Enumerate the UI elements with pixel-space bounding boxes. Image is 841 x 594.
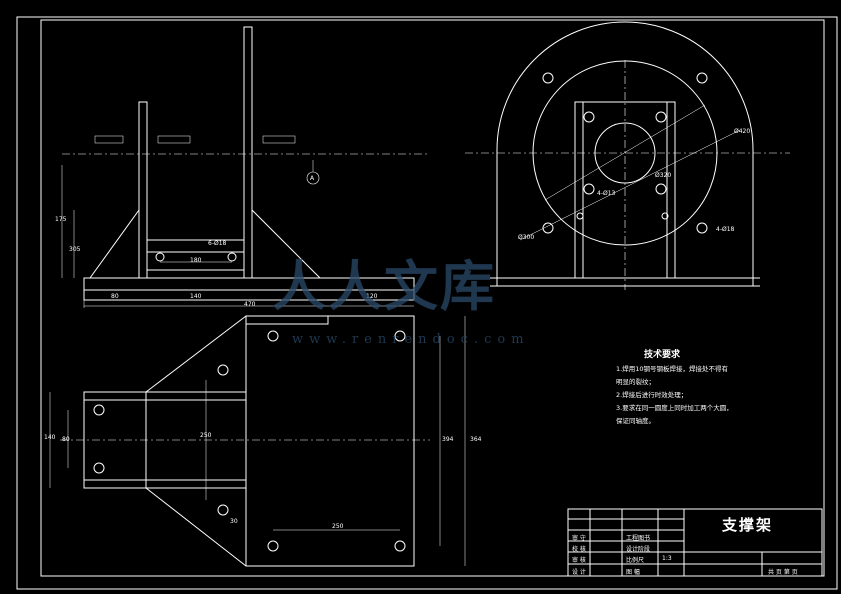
- dim-front-hole: 6-Ø18: [208, 240, 227, 247]
- dim-front-height: 175: [55, 216, 67, 223]
- dim-top-right2: 364: [470, 436, 482, 443]
- tech-line-5: 保证同轴度。: [616, 417, 655, 425]
- tb-row3-value: 比例尺: [626, 557, 645, 564]
- outer-border: [16, 16, 838, 590]
- dim-side-hole-b: 4-Ø18: [716, 226, 735, 233]
- tb-row2-value: 设计阶段: [626, 546, 651, 553]
- dim-top-left: 140: [44, 434, 56, 441]
- dim-front-bottom: 470: [244, 301, 256, 308]
- dim-front-inner: 180: [190, 257, 202, 264]
- title-block: [567, 508, 823, 577]
- dim-top-hole: 30: [230, 518, 238, 525]
- dim-front-height2: 305: [69, 246, 81, 253]
- tb-row1-value: 工程图书: [626, 535, 651, 542]
- dim-top-center: 250: [200, 432, 212, 439]
- tech-line-3: 2.焊接后进行时效处理；: [616, 391, 688, 399]
- dim-side-hole-a: 4-Ø13: [597, 190, 616, 197]
- tb-row1-label: 审 守: [572, 535, 586, 542]
- tb-row2-label: 校 核: [572, 546, 586, 553]
- dim-side-d2: Ø300: [518, 234, 535, 241]
- dim-side-d1: Ø420: [734, 128, 751, 135]
- dim-front-mid: 140: [190, 293, 202, 300]
- front-view: [61, 26, 430, 308]
- dim-side-d3: Ø320: [655, 172, 672, 179]
- tb-row4-label: 设 计: [572, 569, 586, 576]
- dim-front-right: 120: [366, 293, 378, 300]
- tech-line-2: 明显的裂纹；: [616, 378, 655, 386]
- tb-row4-value: 图 幅: [626, 569, 640, 576]
- watermark-url: www.renrendoc.com: [292, 332, 530, 347]
- dim-top-left-inner: 80: [62, 436, 70, 443]
- tb-row3-label: 审 核: [572, 557, 586, 564]
- watermark-logo: 人人文库: [272, 254, 496, 318]
- dim-top-bottom: 250: [332, 523, 344, 530]
- tb-scale: 1:3: [662, 555, 672, 562]
- dim-top-right: 394: [442, 436, 454, 443]
- datum-a-label: A: [310, 175, 315, 182]
- tech-line-4: 3.要求在同一圆度上同时加工两个大圆，: [616, 404, 733, 412]
- part-name: 支撑架: [722, 516, 774, 534]
- tech-line-1: 1.焊用10钢号钢板焊接，焊接处不得有: [616, 365, 728, 373]
- tb-sheet: 共 页 第 页: [768, 569, 798, 576]
- top-view: [49, 315, 466, 567]
- inner-border: [40, 19, 825, 577]
- dim-front-left: 80: [111, 293, 119, 300]
- tech-requirements-title: 技术要求: [644, 350, 681, 360]
- side-view: [465, 21, 790, 290]
